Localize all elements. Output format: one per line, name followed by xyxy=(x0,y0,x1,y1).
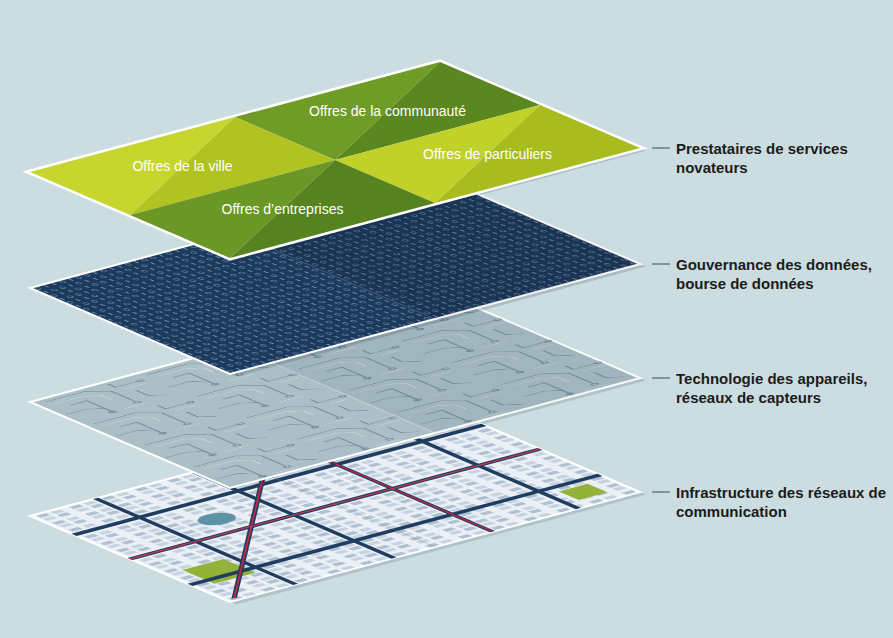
panel-label: Offres de particuliers xyxy=(423,146,552,163)
leader-line xyxy=(652,264,670,265)
layer-label: Technologie des appareils, réseaux de ca… xyxy=(676,369,888,407)
leader-lines xyxy=(652,148,670,492)
leader-line xyxy=(652,378,670,379)
panel-label: Offres d’entreprises xyxy=(222,201,344,218)
sheet-border xyxy=(30,62,640,258)
leader-line xyxy=(652,148,670,149)
panel-label: Offres de la communauté xyxy=(309,103,466,120)
layer-label: Gouvernance des données, bourse de donné… xyxy=(676,255,888,293)
water xyxy=(190,510,243,527)
park xyxy=(559,484,608,500)
offer-panel: Offres d’entreprises xyxy=(130,160,435,258)
layer-label: Prestataires de services novateurs xyxy=(676,139,888,177)
leader-line xyxy=(652,492,670,493)
panel-label: Offres de la ville xyxy=(132,158,232,175)
layer-label: Infrastructure des réseaux de communicat… xyxy=(676,483,888,521)
offers-sheet xyxy=(30,62,646,261)
